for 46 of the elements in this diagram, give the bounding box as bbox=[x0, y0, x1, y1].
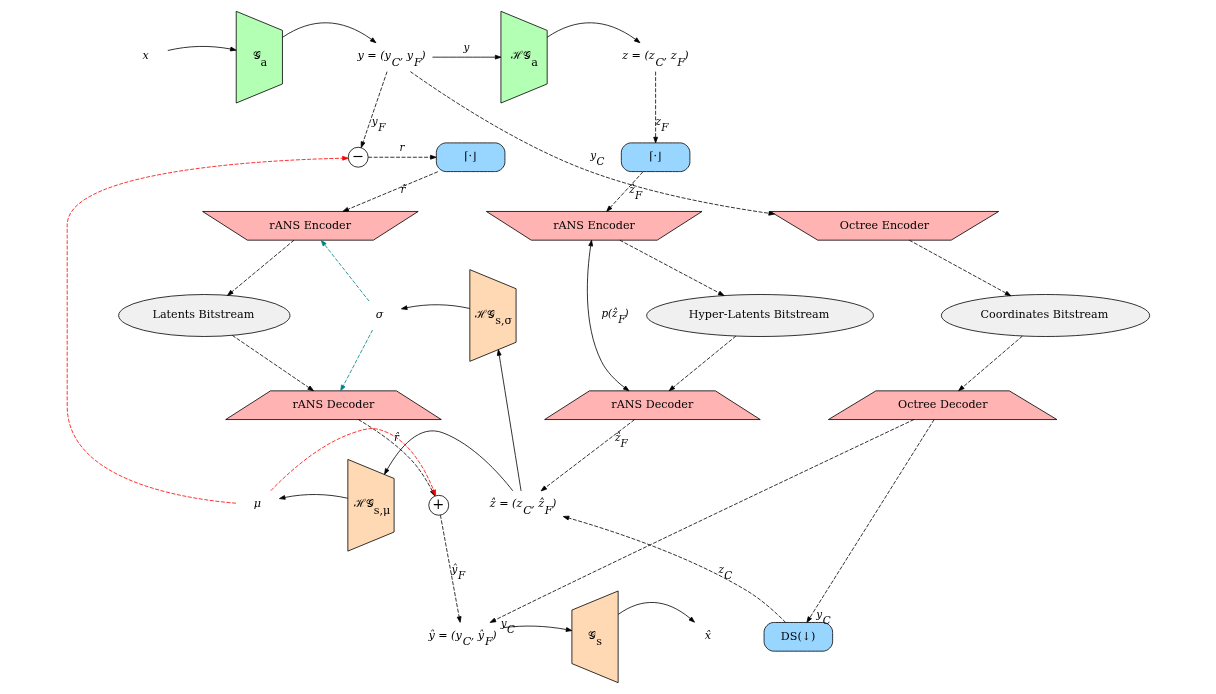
arrow bbox=[957, 335, 1023, 392]
arrow bbox=[617, 602, 695, 623]
arrow bbox=[605, 171, 643, 212]
edge-label: r bbox=[398, 141, 404, 154]
arrow bbox=[668, 335, 736, 392]
arrow bbox=[540, 419, 635, 492]
node-ellipse: Latents Bitstream bbox=[117, 294, 290, 337]
edge-label: r̂ bbox=[393, 431, 399, 444]
arrow bbox=[400, 304, 470, 310]
arrow bbox=[618, 239, 724, 296]
edge-label: y bbox=[462, 41, 469, 54]
arrow bbox=[489, 419, 914, 623]
arrow bbox=[367, 154, 436, 160]
arrow bbox=[320, 239, 369, 302]
arrow bbox=[360, 71, 387, 148]
node-circle: − bbox=[347, 146, 369, 168]
arrow bbox=[562, 515, 786, 623]
arrow bbox=[496, 349, 521, 492]
arrow bbox=[652, 71, 658, 144]
node-box: ⌈·⌋ bbox=[620, 142, 690, 172]
arrow bbox=[278, 494, 348, 500]
arrow bbox=[439, 514, 461, 623]
edge-label: r̂ bbox=[399, 183, 405, 196]
node-ellipse: Hyper-Latents Bitstream bbox=[645, 294, 874, 337]
arrow bbox=[586, 239, 629, 392]
node-text: μ bbox=[253, 497, 261, 511]
node-ellipse: Coordinates Bitstream bbox=[940, 294, 1150, 337]
arrow bbox=[409, 71, 775, 216]
arrow bbox=[546, 22, 640, 44]
arrow bbox=[166, 46, 236, 52]
arrow bbox=[66, 155, 349, 504]
arrow bbox=[231, 335, 314, 392]
arrow bbox=[806, 419, 934, 623]
arrow bbox=[908, 239, 1011, 297]
node-text: x̂ bbox=[704, 628, 711, 642]
arrow bbox=[502, 625, 572, 632]
arrow bbox=[341, 171, 438, 212]
arrow bbox=[431, 54, 501, 60]
node-text: σ bbox=[375, 307, 383, 321]
arrow bbox=[383, 430, 513, 492]
node-circle: + bbox=[427, 494, 449, 516]
arrow bbox=[281, 22, 376, 44]
node-text: x bbox=[142, 49, 149, 63]
arrow bbox=[226, 239, 294, 296]
node-box: ⌈·⌋ bbox=[435, 142, 505, 172]
arrow bbox=[339, 329, 373, 392]
